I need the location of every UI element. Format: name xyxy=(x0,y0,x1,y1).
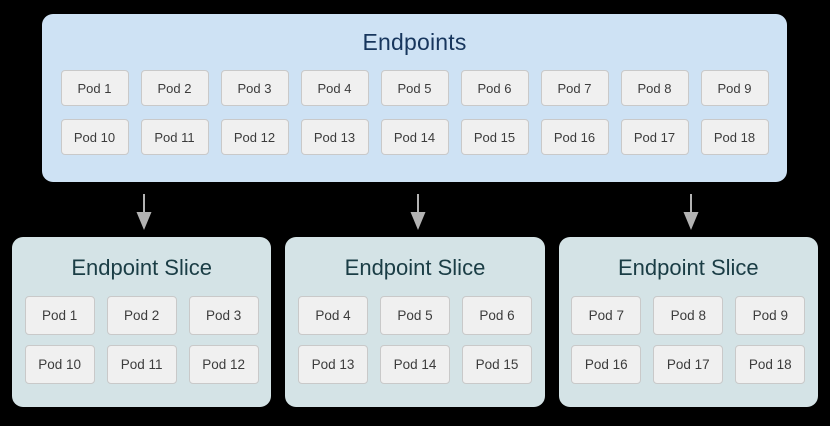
pod-chip[interactable]: Pod 11 xyxy=(106,345,177,384)
pod-chip[interactable]: Pod 17 xyxy=(653,345,724,384)
endpoint-slice-pod-row: Pod 4 Pod 5 Pod 6 xyxy=(285,296,544,335)
arrow-down-icon xyxy=(407,194,429,230)
pod-chip[interactable]: Pod 18 xyxy=(700,119,769,155)
pod-chip[interactable]: Pod 5 xyxy=(380,70,449,106)
pod-chip[interactable]: Pod 14 xyxy=(380,119,449,155)
pod-chip[interactable]: Pod 3 xyxy=(188,296,259,335)
endpoint-slice-title: Endpoint Slice xyxy=(617,255,759,280)
arrow-down-icon xyxy=(133,194,155,230)
endpoint-slice-box: Endpoint Slice Pod 7 Pod 8 Pod 9 Pod 16 … xyxy=(558,237,818,407)
pod-chip[interactable]: Pod 1 xyxy=(60,70,129,106)
pod-chip[interactable]: Pod 16 xyxy=(571,345,642,384)
pod-chip[interactable]: Pod 3 xyxy=(220,70,289,106)
endpoints-title: Endpoints xyxy=(362,29,467,55)
pod-chip[interactable]: Pod 7 xyxy=(540,70,609,106)
pod-chip[interactable]: Pod 13 xyxy=(300,119,369,155)
endpoints-pod-grid: Pod 1 Pod 2 Pod 3 Pod 4 Pod 5 Pod 6 Pod … xyxy=(42,70,787,168)
pod-chip[interactable]: Pod 12 xyxy=(188,345,259,384)
arrow-down-icon xyxy=(680,194,702,230)
pod-chip[interactable]: Pod 15 xyxy=(460,119,529,155)
pod-chip[interactable]: Pod 6 xyxy=(460,70,529,106)
endpoint-slices-row: Endpoint Slice Pod 1 Pod 2 Pod 3 Pod 10 … xyxy=(12,237,818,407)
pod-chip[interactable]: Pod 8 xyxy=(653,296,724,335)
pod-chip[interactable]: Pod 10 xyxy=(60,119,129,155)
pod-chip[interactable]: Pod 9 xyxy=(735,296,806,335)
pod-chip[interactable]: Pod 18 xyxy=(735,345,806,384)
pod-chip[interactable]: Pod 5 xyxy=(379,296,450,335)
endpoint-slice-pod-row: Pod 16 Pod 17 Pod 18 xyxy=(559,345,818,384)
endpoint-slice-title: Endpoint Slice xyxy=(71,255,212,280)
pod-chip[interactable]: Pod 9 xyxy=(700,70,769,106)
pod-chip[interactable]: Pod 6 xyxy=(461,296,532,335)
pod-chip[interactable]: Pod 2 xyxy=(140,70,209,106)
pod-chip[interactable]: Pod 12 xyxy=(220,119,289,155)
pod-chip[interactable]: Pod 15 xyxy=(461,345,532,384)
endpoints-pod-row: Pod 10 Pod 11 Pod 12 Pod 13 Pod 14 Pod 1… xyxy=(42,119,787,155)
endpoint-slice-box: Endpoint Slice Pod 4 Pod 5 Pod 6 Pod 13 … xyxy=(285,237,545,407)
pod-chip[interactable]: Pod 16 xyxy=(540,119,609,155)
endpoint-slice-box: Endpoint Slice Pod 1 Pod 2 Pod 3 Pod 10 … xyxy=(12,237,272,407)
pod-chip[interactable]: Pod 4 xyxy=(297,296,368,335)
endpoint-slice-pod-row: Pod 13 Pod 14 Pod 15 xyxy=(285,345,544,384)
endpoint-slice-pod-row: Pod 7 Pod 8 Pod 9 xyxy=(559,296,818,335)
pod-chip[interactable]: Pod 4 xyxy=(300,70,369,106)
endpoint-slice-pod-row: Pod 10 Pod 11 Pod 12 xyxy=(12,345,271,384)
endpoint-slice-pod-grid: Pod 4 Pod 5 Pod 6 Pod 13 Pod 14 Pod 15 xyxy=(285,279,544,384)
pod-chip[interactable]: Pod 2 xyxy=(106,296,177,335)
endpoint-slice-pod-row: Pod 1 Pod 2 Pod 3 xyxy=(12,296,271,335)
pod-chip[interactable]: Pod 8 xyxy=(620,70,689,106)
pod-chip[interactable]: Pod 11 xyxy=(140,119,209,155)
endpoints-container: Endpoints Pod 1 Pod 2 Pod 3 Pod 4 Pod 5 … xyxy=(42,14,787,182)
endpoint-slice-pod-grid: Pod 7 Pod 8 Pod 9 Pod 16 Pod 17 Pod 18 xyxy=(559,279,818,384)
pod-chip[interactable]: Pod 17 xyxy=(620,119,689,155)
endpoint-slice-pod-grid: Pod 1 Pod 2 Pod 3 Pod 10 Pod 11 Pod 12 xyxy=(12,279,271,384)
endpoint-slice-title: Endpoint Slice xyxy=(344,255,486,280)
pod-chip[interactable]: Pod 1 xyxy=(24,296,95,335)
pod-chip[interactable]: Pod 7 xyxy=(571,296,642,335)
endpoints-pod-row: Pod 1 Pod 2 Pod 3 Pod 4 Pod 5 Pod 6 Pod … xyxy=(42,70,787,106)
pod-chip[interactable]: Pod 14 xyxy=(379,345,450,384)
pod-chip[interactable]: Pod 10 xyxy=(24,345,95,384)
pod-chip[interactable]: Pod 13 xyxy=(297,345,368,384)
